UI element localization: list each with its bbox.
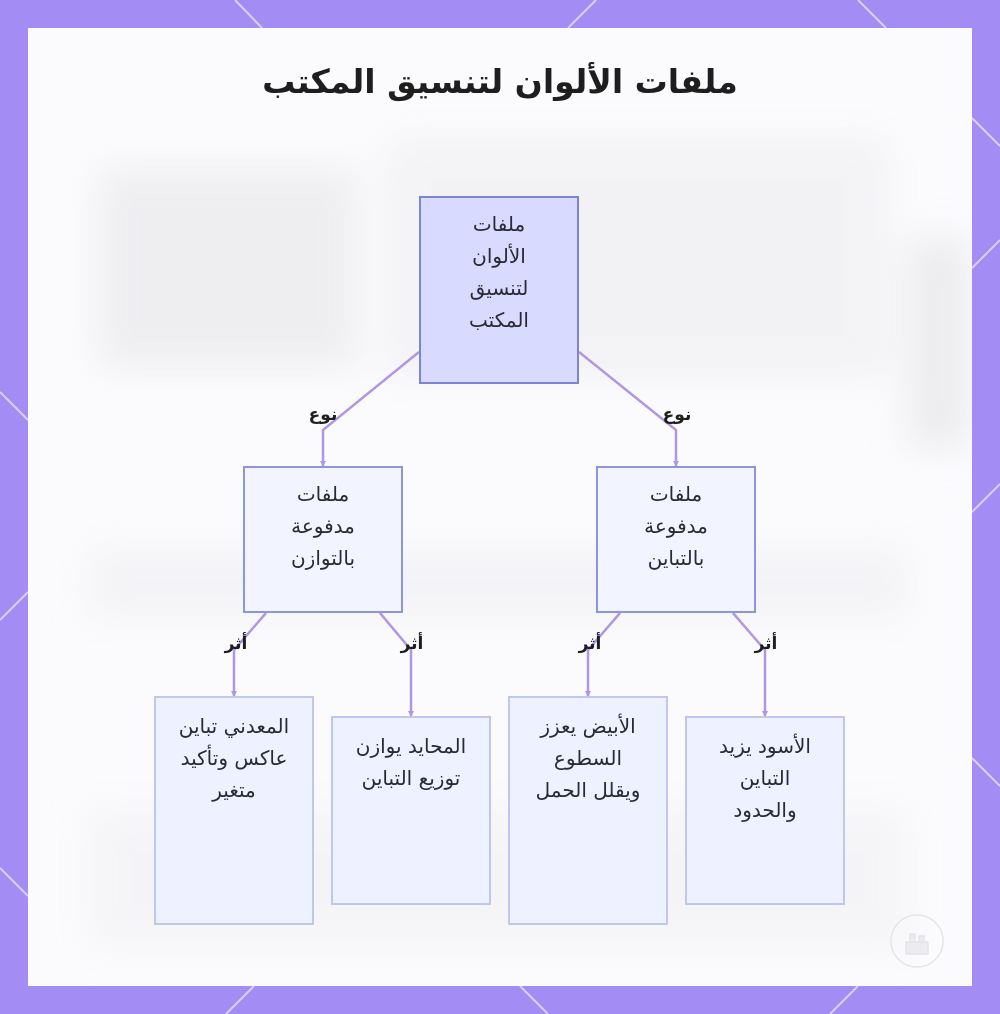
edge-label-balance-metal: أثر	[206, 634, 266, 654]
node-root-text: ملفات الألوان لتنسيق المكتب	[443, 208, 555, 336]
node-black-text: الأسود يزيد التباين والحدود	[705, 730, 825, 826]
edge-balance-neutral	[380, 613, 411, 716]
node-neutral: المحايد يوازن توزيع التباين	[331, 716, 491, 905]
edge-label-root-balance: نوع	[293, 405, 353, 425]
node-contrast-text: ملفات مدفوعة بالتباين	[622, 478, 730, 574]
node-white: الأبيض يعزز السطوع ويقلل الحمل	[508, 696, 668, 925]
edge-contrast-white	[588, 613, 620, 696]
node-root: ملفات الألوان لتنسيق المكتب	[419, 196, 579, 384]
node-white-text: الأبيض يعزز السطوع ويقلل الحمل	[528, 710, 648, 806]
edge-label-root-contrast: نوع	[647, 405, 707, 425]
watermark-icon	[888, 912, 946, 970]
edge-label-contrast-black: أثر	[736, 634, 796, 654]
edge-balance-metal	[234, 613, 266, 696]
node-metallic-text: المعدني تباين عاكس وتأكيد متغير	[174, 710, 294, 806]
edge-label-balance-neutral: أثر	[382, 634, 442, 654]
node-balance-text: ملفات مدفوعة بالتوازن	[269, 478, 377, 574]
node-black: الأسود يزيد التباين والحدود	[685, 716, 845, 905]
node-metallic: المعدني تباين عاكس وتأكيد متغير	[154, 696, 314, 925]
edge-contrast-black	[733, 613, 765, 716]
node-contrast-driven: ملفات مدفوعة بالتباين	[596, 466, 756, 613]
edge-label-contrast-white: أثر	[560, 634, 620, 654]
node-balance-driven: ملفات مدفوعة بالتوازن	[243, 466, 403, 613]
node-neutral-text: المحايد يوازن توزيع التباين	[351, 730, 471, 794]
